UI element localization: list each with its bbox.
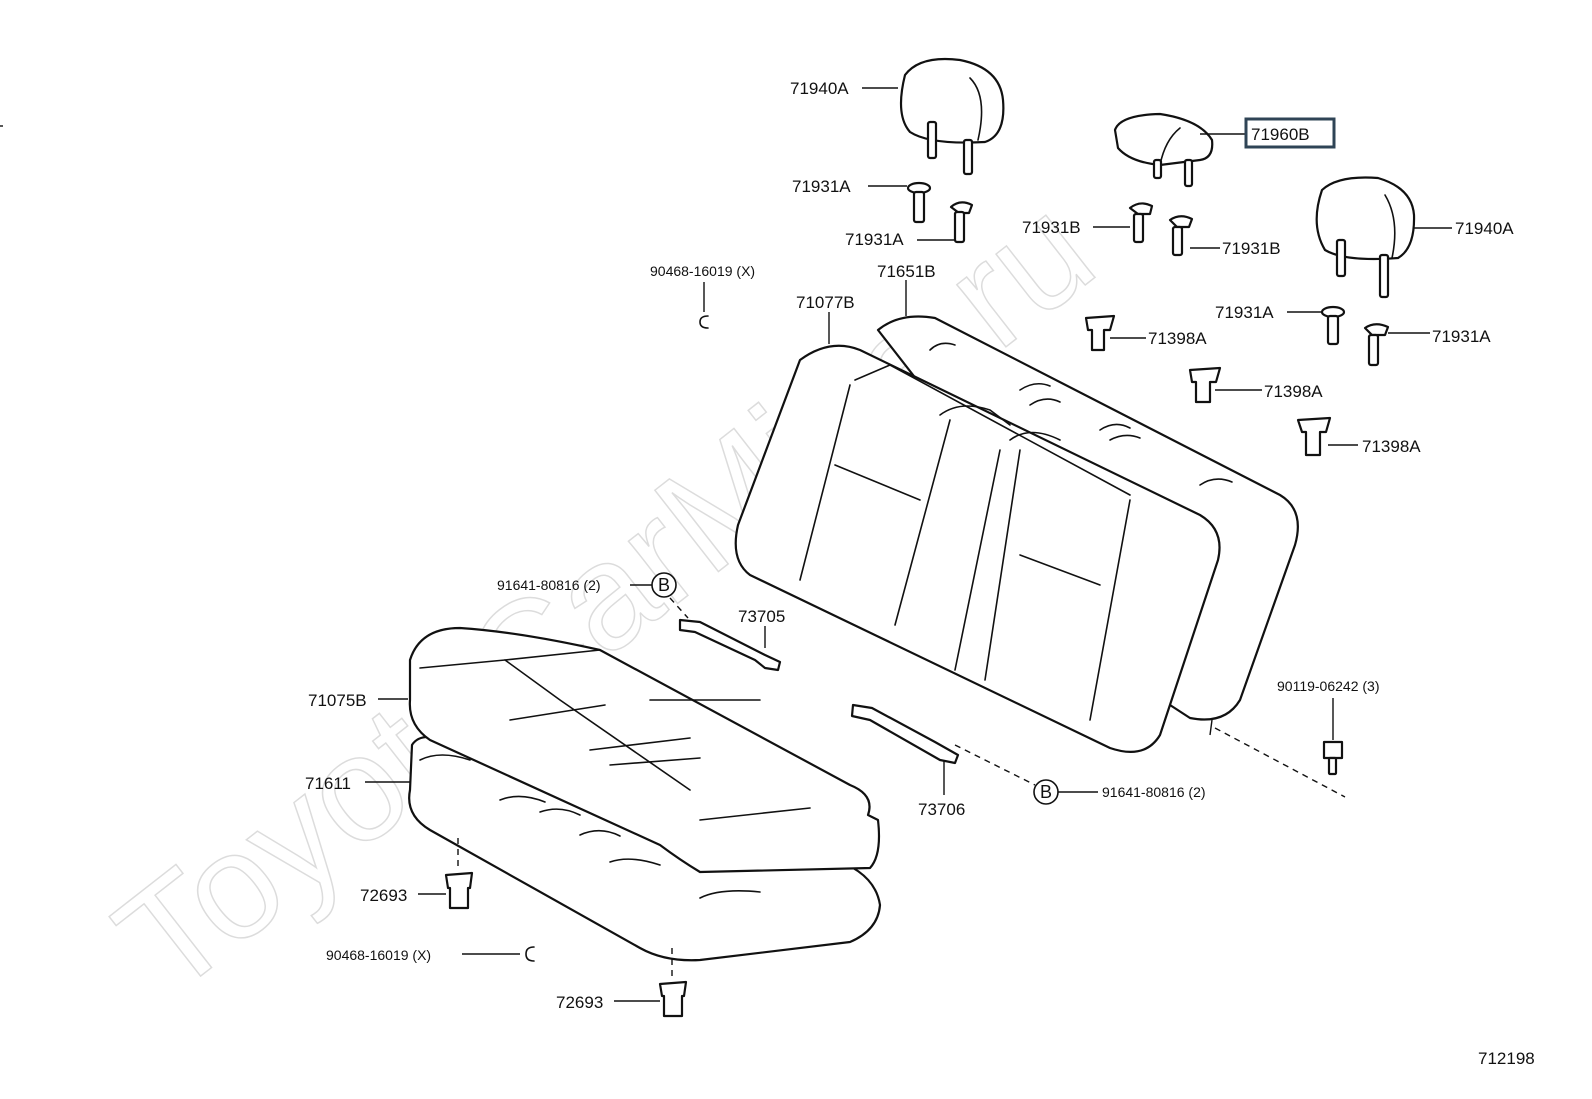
- label-headrest-left: 71940A: [790, 79, 849, 98]
- bolt-90119-icon[interactable]: [1322, 740, 1344, 776]
- label-support-a3: 71931A: [1215, 303, 1274, 322]
- support-a3[interactable]: [1320, 305, 1346, 346]
- label-cushion-cover: 71075B: [308, 691, 367, 710]
- label-hook-73706: 73706: [918, 800, 965, 819]
- label-guide-2: 71398A: [1264, 382, 1323, 401]
- hook-73706[interactable]: [850, 703, 960, 765]
- label-back-pad: 71651B: [877, 262, 936, 281]
- label-cushion-pad: 71611: [305, 774, 351, 793]
- clip-2[interactable]: [658, 980, 688, 1018]
- label-support-a2: 71931A: [845, 230, 904, 249]
- support-a2[interactable]: [251, 201, 974, 244]
- seat-back-cover[interactable]: [734, 344, 1221, 753]
- label-bolt-b-bottom: 91641-80816 (2): [1102, 784, 1206, 800]
- diagram-id: 712198: [1478, 1049, 1535, 1068]
- label-clip-2: 72693: [556, 993, 603, 1012]
- cushion-cover[interactable]: [408, 626, 881, 874]
- label-support-b1: 71931B: [1022, 218, 1081, 237]
- label-support-b2: 71931B: [1222, 239, 1281, 258]
- hog-ring-bottom-icon: [525, 946, 535, 962]
- callout-b-top[interactable]: [651, 572, 677, 598]
- callout-b-top-letter: B: [658, 575, 670, 595]
- label-headrest-center[interactable]: 71960B: [1251, 125, 1310, 144]
- support-b1[interactable]: [1128, 202, 1154, 244]
- label-back-cover: 71077B: [796, 293, 855, 312]
- guide-2[interactable]: [1188, 366, 1222, 404]
- label-clip-1: 72693: [360, 886, 407, 905]
- label-hog-ring-bottom: 90468-16019 (X): [326, 947, 431, 963]
- support-a4[interactable]: [1363, 323, 1390, 367]
- label-bolt-90119: 90119-06242 (3): [1277, 678, 1379, 694]
- hog-ring-top-icon: [699, 315, 709, 329]
- label-bolt-b-top: 91641-80816 (2): [497, 577, 601, 593]
- headrest-right[interactable]: [1315, 176, 1416, 299]
- callout-b-bottom-letter: B: [1040, 782, 1052, 802]
- headrest-left[interactable]: [899, 57, 1005, 176]
- headrest-center[interactable]: [1113, 112, 1214, 188]
- support-a1[interactable]: [906, 181, 932, 224]
- label-hook-73705: 73705: [738, 607, 785, 626]
- support-b2[interactable]: [1168, 215, 1194, 257]
- label-guide-3: 71398A: [1362, 437, 1421, 456]
- guide-1[interactable]: [1084, 314, 1116, 352]
- guide-3[interactable]: [1296, 416, 1332, 457]
- label-headrest-right: 71940A: [1455, 219, 1514, 238]
- label-hog-ring-top: 90468-16019 (X): [650, 263, 755, 279]
- label-guide-1: 71398A: [1148, 329, 1207, 348]
- hook-73705[interactable]: [678, 618, 782, 672]
- label-support-a4: 71931A: [1432, 327, 1491, 346]
- clip-1[interactable]: [444, 871, 474, 910]
- label-support-a1: 71931A: [792, 177, 851, 196]
- highlight-box: [1244, 117, 1336, 149]
